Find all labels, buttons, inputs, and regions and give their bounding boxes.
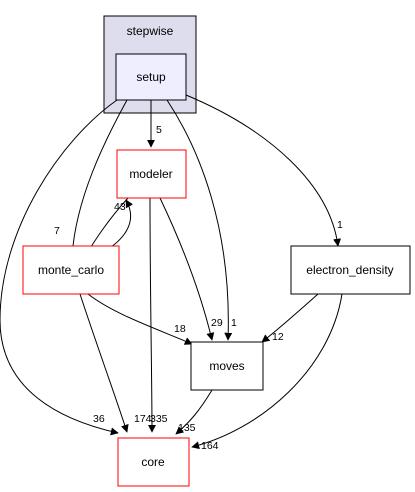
node-setup-box — [115, 53, 187, 101]
node-monte-carlo-box — [22, 245, 120, 295]
edge-label-modeler-core[interactable]: 335 — [150, 413, 168, 425]
edge-setup-moves — [166, 99, 233, 341]
edge-label-moves-core[interactable]: 135 — [178, 422, 196, 434]
node-core[interactable]: core — [117, 437, 190, 487]
edge-label-setup-modeler[interactable]: 5 — [156, 124, 162, 136]
node-moves-box — [190, 341, 264, 391]
edge-setup-core — [0, 99, 119, 436]
edge-label-modeler-moves[interactable]: 29 — [211, 317, 223, 329]
edge-label-setup-core[interactable]: 36 — [93, 413, 105, 425]
node-setup[interactable]: setup — [115, 53, 187, 101]
edge-setup-monte-carlo — [68, 99, 128, 259]
edge-label-electron-density-moves[interactable]: 12 — [272, 331, 284, 343]
edge-monte-carlo-core — [79, 293, 129, 433]
edges — [0, 94, 343, 450]
edge-moves-core — [175, 389, 213, 435]
edge-label-setup-monte-carlo[interactable]: 7 — [54, 225, 60, 237]
node-monte-carlo[interactable]: monte_carlo — [22, 245, 120, 295]
node-moves-label: moves — [209, 359, 244, 373]
edge-monte-carlo-moves — [87, 293, 193, 345]
node-electron-density-box — [290, 245, 411, 295]
node-electron-density-label: electron_density — [306, 263, 393, 277]
node-core-box — [117, 437, 190, 487]
node-setup-label: setup — [136, 70, 166, 84]
edge-label-monte-carlo-modeler[interactable]: 43 — [114, 201, 126, 213]
node-monte-carlo-label: monte_carlo — [38, 263, 104, 277]
node-modeler-label: modeler — [129, 167, 172, 181]
edge-setup-electron-density — [185, 94, 342, 247]
edge-label-electron-density-core[interactable]: 164 — [201, 440, 219, 452]
edge-label-monte-carlo-moves[interactable]: 18 — [174, 323, 186, 335]
edge-modeler-moves — [159, 197, 215, 341]
node-modeler-box — [116, 149, 187, 199]
edge-electron-density-core — [191, 293, 343, 450]
node-modeler[interactable]: modeler — [116, 149, 187, 199]
node-moves[interactable]: moves — [190, 341, 264, 391]
edge-label-monte-carlo-core[interactable]: 174 — [134, 413, 152, 425]
edge-label-setup-moves[interactable]: 1 — [231, 317, 237, 329]
edge-electron-density-moves — [261, 293, 319, 343]
node-core-label: core — [141, 455, 165, 469]
cluster-stepwise-label: stepwise — [127, 24, 174, 38]
node-electron-density[interactable]: electron_density — [290, 245, 411, 295]
edge-modeler-core — [147, 197, 156, 433]
edge-label-setup-electron-density[interactable]: 1 — [337, 219, 343, 231]
